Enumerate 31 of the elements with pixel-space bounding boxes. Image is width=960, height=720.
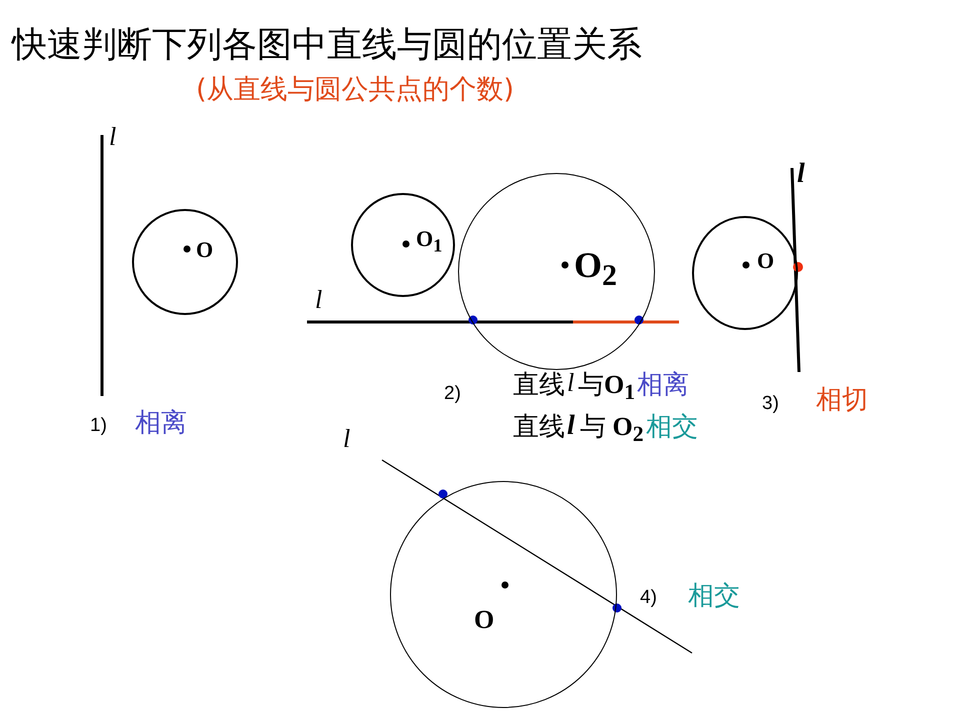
relation-text: 相离 xyxy=(637,372,689,398)
statement-text: 与O$_{1}$ xyxy=(578,372,636,404)
line-name: l xyxy=(567,412,575,440)
statement-text: 直线 xyxy=(513,414,565,440)
line-name: l xyxy=(343,426,350,452)
figure-number: 4) xyxy=(640,588,657,607)
circle xyxy=(351,193,455,297)
relation-text: 相离 xyxy=(135,410,187,436)
circle xyxy=(132,209,238,315)
statement-text: 与 O$_{2}$ xyxy=(580,414,644,446)
figure-number: 3) xyxy=(762,394,779,413)
center-label: O$_{1}$ xyxy=(416,228,442,255)
center-label: O xyxy=(757,250,774,272)
line-name: l xyxy=(797,160,805,188)
relation-text: 相切 xyxy=(816,387,868,413)
relation-text: 相交 xyxy=(646,414,698,440)
center-label: O xyxy=(196,239,214,261)
title: 快速判断下列各图中直线与圆的位置关系 xyxy=(12,28,642,63)
center-label: O$_{2}$ xyxy=(574,247,618,292)
circle xyxy=(458,173,655,370)
center-label: O xyxy=(474,607,494,633)
figure-number: 2) xyxy=(444,384,461,403)
subtitle: (从直线与圆公共点的个数) xyxy=(196,76,514,103)
line-name: l xyxy=(109,124,116,150)
relation-text: 相交 xyxy=(688,583,740,609)
statement-text: 直线 xyxy=(513,372,565,398)
line-name: l xyxy=(315,287,322,313)
circle xyxy=(390,481,617,708)
figure-number: 1) xyxy=(90,416,107,435)
line-name: l xyxy=(567,370,574,396)
circle xyxy=(692,216,798,330)
